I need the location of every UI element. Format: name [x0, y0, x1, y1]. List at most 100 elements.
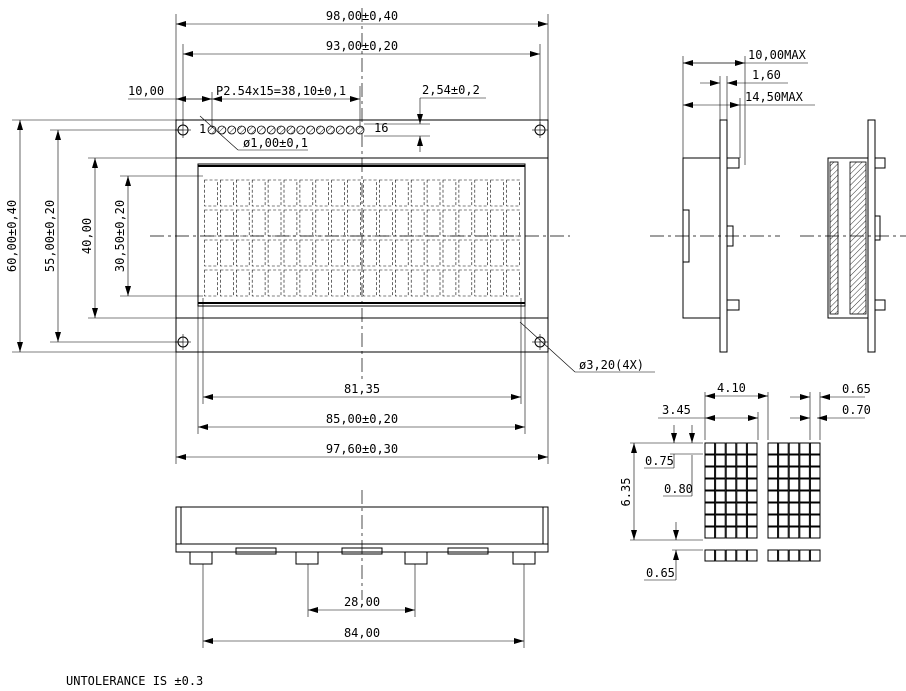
dot [809, 526, 821, 539]
dot [799, 466, 810, 479]
pin-pad [256, 125, 266, 135]
dot [736, 466, 747, 479]
character-cell [410, 179, 425, 207]
character-cell [410, 269, 425, 297]
character-cell [506, 239, 520, 267]
dot [778, 526, 789, 539]
dim-dot-size-x: 0.70 [842, 403, 871, 417]
dim-bezel-width: 97,60±0,30 [326, 442, 398, 456]
character-cell [347, 179, 361, 207]
dot [767, 454, 779, 467]
character-cell [331, 239, 345, 267]
character-cell [331, 179, 345, 207]
cursor-dot [704, 549, 716, 562]
cursor-dot [736, 549, 747, 562]
character-cell [204, 269, 218, 297]
cursor-dot [788, 549, 800, 562]
character-cell [220, 269, 234, 297]
dot [778, 490, 789, 503]
dot [736, 442, 747, 455]
dot [715, 454, 726, 467]
dot [746, 514, 758, 527]
pin-1-label: 1 [199, 122, 206, 136]
dot [767, 502, 779, 515]
dot [725, 442, 737, 455]
character-cell [490, 179, 504, 207]
dim-bezel-height: 40,00 [80, 218, 94, 254]
dim-pin-pitch: P2.54x15=38,10±0,1 [216, 84, 346, 98]
character-cell [458, 209, 473, 237]
character-cell [506, 179, 520, 207]
side-section-view [800, 119, 906, 353]
dot [715, 490, 726, 503]
dim-view-height: 30,50±0,20 [113, 200, 127, 272]
character-cell [299, 239, 314, 267]
character-cell [474, 239, 488, 267]
dot [725, 490, 737, 503]
bottom-view: 28,00 84,00 [175, 490, 549, 648]
dim-pin-hole: ø1,00±0,1 [243, 136, 308, 150]
character-cell [379, 209, 393, 237]
character-cell [331, 209, 345, 237]
dim-mount-hole: ø3,20(4X) [579, 358, 644, 372]
character-cell [458, 239, 473, 267]
character-cell [474, 269, 488, 297]
pin-pad [306, 125, 316, 135]
character-cell [267, 269, 282, 297]
dim-height-outer: 60,00±0,40 [5, 200, 19, 272]
dot [704, 478, 716, 491]
dim-width-outer: 98,00±0,40 [326, 9, 398, 23]
pin-pad [247, 125, 256, 135]
dot [704, 454, 716, 467]
character-cell [283, 239, 298, 267]
dim-thickness-max: 10,00MAX [748, 48, 807, 62]
character-cell [394, 239, 409, 267]
dim-pin-row: 2,54±0,2 [422, 83, 480, 97]
character-cell [347, 269, 361, 297]
dot [799, 454, 810, 467]
character-cell [204, 179, 218, 207]
character-cell [251, 239, 266, 267]
character-cell [442, 209, 457, 237]
dot [778, 502, 789, 515]
character-cell [458, 269, 473, 297]
character-cell [236, 269, 250, 297]
dot [725, 514, 737, 527]
dim-outer-pins: 84,00 [344, 626, 380, 640]
dim-total-max: 14,50MAX [745, 90, 804, 104]
dot [746, 502, 758, 515]
dot [725, 502, 737, 515]
dot [767, 442, 779, 455]
dot [704, 526, 716, 539]
character-cell [299, 269, 314, 297]
character-cell [426, 269, 441, 297]
dim-char-width: 3.45 [662, 403, 691, 417]
character-cell [363, 239, 377, 267]
character-cell [363, 209, 377, 237]
character-cell [251, 179, 266, 207]
dot [799, 502, 810, 515]
character-cell [426, 239, 441, 267]
character-cell [410, 239, 425, 267]
dot [746, 466, 758, 479]
viewing-area [197, 163, 526, 307]
character-cell [315, 179, 329, 207]
dot [736, 502, 747, 515]
dot [725, 526, 737, 539]
cursor-dot [767, 549, 779, 562]
dot [799, 442, 810, 455]
dot [799, 526, 810, 539]
character-grid [204, 179, 520, 297]
dot [725, 478, 737, 491]
character-cell [283, 269, 298, 297]
character-cell [315, 269, 329, 297]
character-cell [267, 179, 282, 207]
character-cell [442, 239, 457, 267]
dot [767, 478, 779, 491]
dot [715, 466, 726, 479]
dot [788, 514, 800, 527]
character-cell [490, 239, 504, 267]
character-cell [267, 209, 282, 237]
dot [736, 454, 747, 467]
dot [799, 490, 810, 503]
